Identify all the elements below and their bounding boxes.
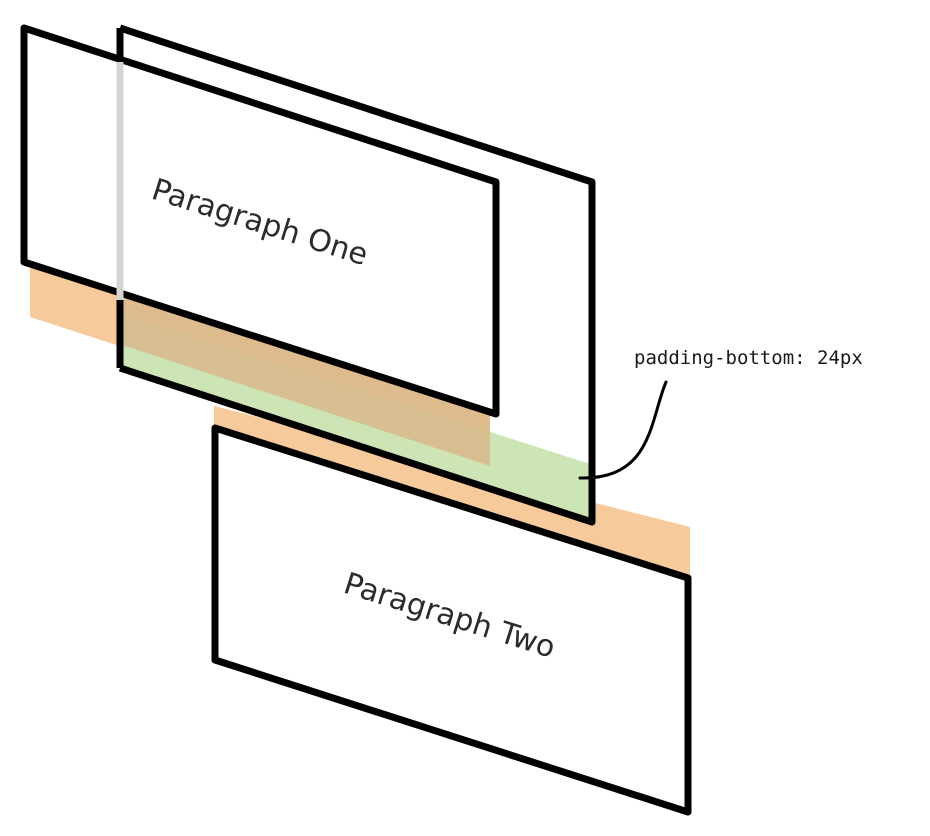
paragraph-two-content-box	[211, 424, 692, 816]
paragraph-one-padding-box-outline	[118, 24, 596, 526]
paragraph-two-margin-area	[214, 406, 690, 578]
annotation-label: padding-bottom: 24px	[634, 347, 863, 369]
margin-padding-overlap	[122, 294, 490, 466]
annotation-leader-line	[578, 380, 668, 480]
paragraph-one-content-box	[20, 24, 500, 418]
